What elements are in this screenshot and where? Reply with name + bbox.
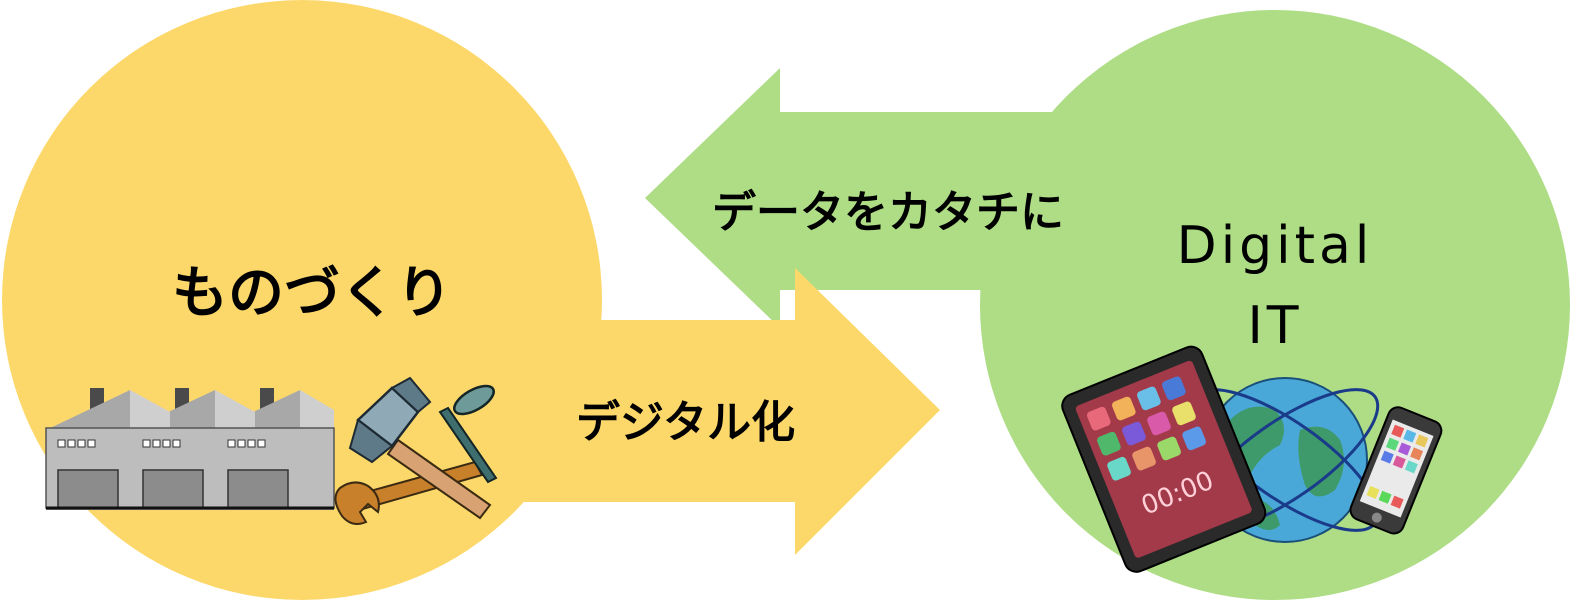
it-label: IT — [1247, 296, 1303, 356]
digitalization-label: デジタル化 — [576, 397, 796, 448]
hammer-nail-wrench-icon — [334, 376, 498, 525]
tablet-icon: 00:00 — [1061, 345, 1267, 573]
data-to-form-arrow — [645, 68, 1080, 328]
digitalization-arrow — [420, 268, 940, 555]
digital-label: Digital — [1176, 216, 1374, 276]
monozukuri-title: ものづくり — [172, 261, 452, 326]
data-to-form-label: データをカタチに — [712, 187, 1064, 238]
smartphone-icon — [1349, 406, 1443, 535]
factory-icon — [45, 388, 335, 510]
